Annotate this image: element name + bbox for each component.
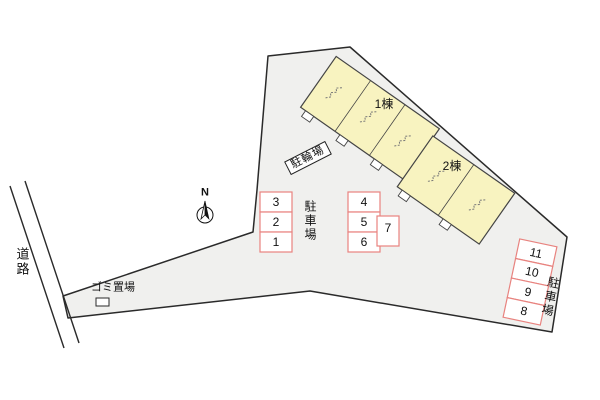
stall-number: 6 [360,235,368,249]
stall-number: 11 [528,244,544,262]
stall-number: 1 [272,235,280,249]
building-1-label: 1棟 [374,97,394,111]
road-line [24,180,80,344]
parking-stall [502,296,546,326]
parking-right-column [502,238,558,326]
porch [335,134,349,147]
north-label: N [201,186,209,199]
site-outline [62,46,568,333]
building-2 [396,135,516,245]
porch [438,218,452,231]
garbage-area-label: ゴミ置場 [91,281,135,294]
road-line [9,185,65,349]
stairs-icon [468,199,486,211]
stairs-icon [394,135,412,147]
parking-center-column [347,191,400,253]
porch [397,189,411,203]
stall-number: 3 [272,195,280,209]
parking-label-center: 駐車場 [303,200,317,242]
stall-number: 5 [360,215,368,229]
north-arrow-icon [196,200,214,224]
stairs-icon [427,170,445,182]
parking-stall [259,231,293,253]
building-2-label: 2棟 [442,159,462,173]
stairs-icon [325,87,343,99]
road-label: 道路 [14,247,30,277]
porch [300,110,315,123]
garbage-marker [95,297,110,307]
stairs-icon [359,111,377,123]
parking-stall [376,215,400,247]
stall-number: 10 [524,263,540,281]
stall-number: 4 [360,195,368,209]
stall-number: 7 [384,221,392,235]
parking-left-column [259,191,293,253]
porch [369,158,384,171]
stall-number: 2 [272,215,280,229]
